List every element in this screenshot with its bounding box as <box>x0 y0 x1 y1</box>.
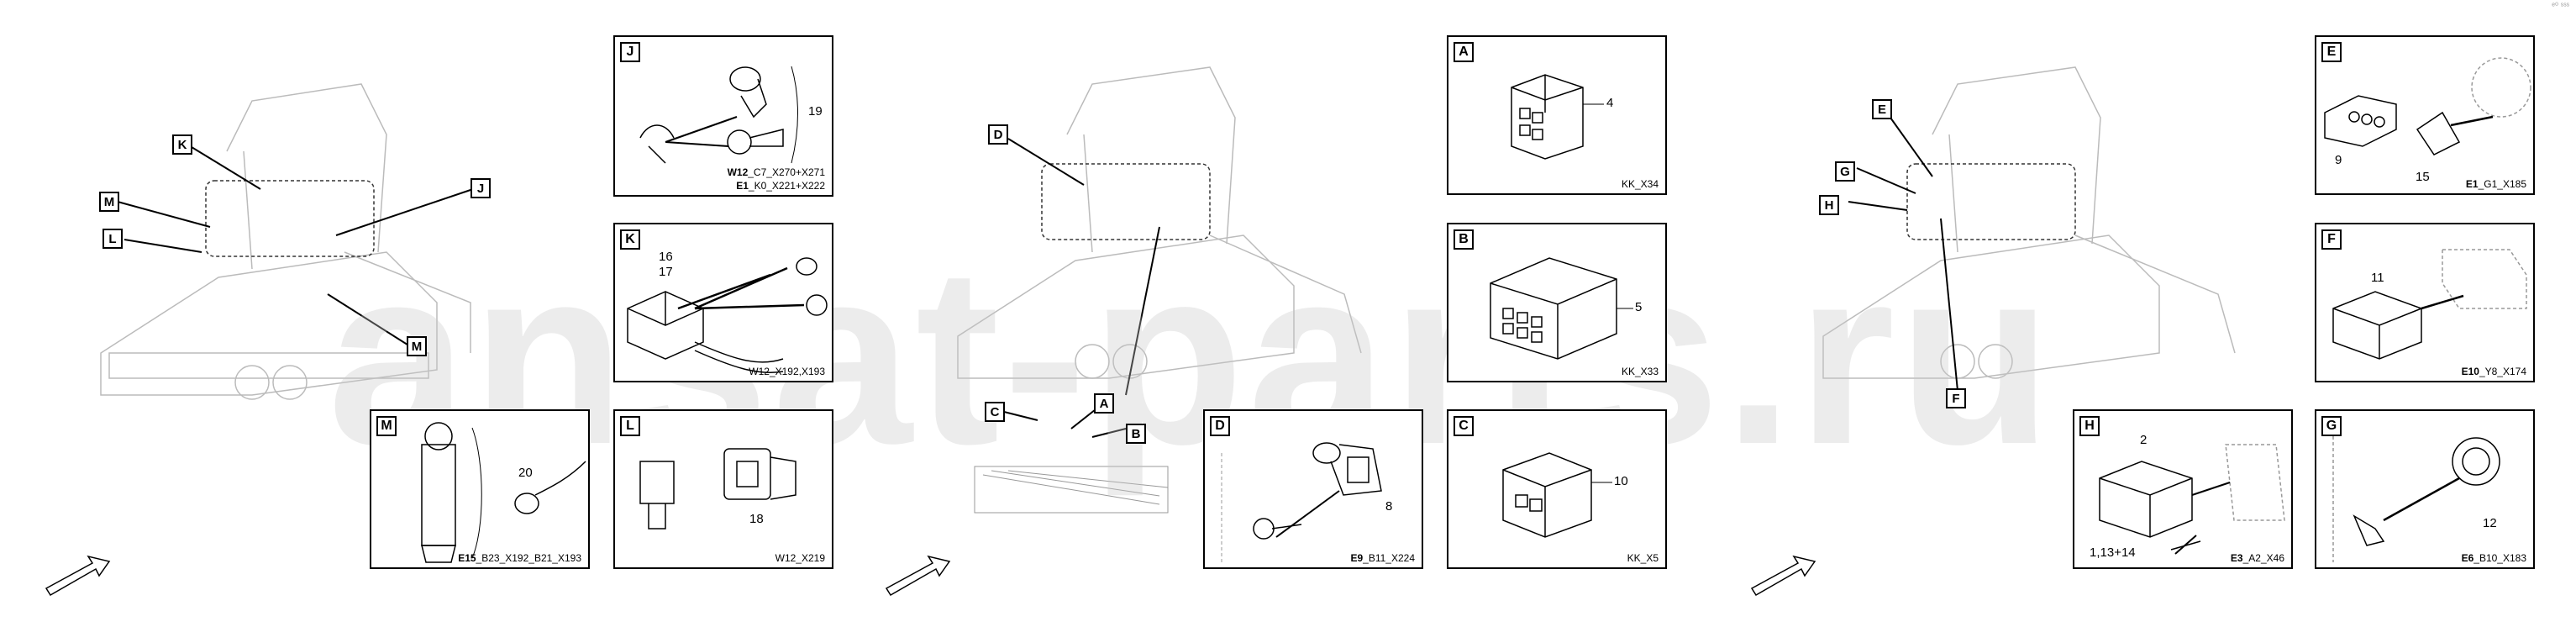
callout-m-2: M <box>407 336 427 356</box>
part-number: 10 <box>1614 474 1628 488</box>
connector-icon <box>627 257 828 374</box>
valve-connector-icon <box>639 448 796 530</box>
panel-tag: J <box>620 42 640 62</box>
panel-caption: E3_A2_X46 <box>2231 552 2284 564</box>
part-number-b: 1,13+14 <box>2090 545 2136 560</box>
connector-plug-icon <box>2324 57 2531 155</box>
panel-j: J 19 W12_C7_X270+X271 E1_K0_X221+X222 <box>613 35 833 197</box>
callout-l: L <box>103 229 123 249</box>
panel-caption-1: W12_C7_X270+X271 <box>728 166 825 178</box>
panel-e: E 9 15 E1_G1_X185 <box>2315 35 2535 195</box>
callout-h: H <box>1819 195 1839 215</box>
callout-c: C <box>985 402 1005 422</box>
caption-bold: E15 <box>458 552 476 564</box>
callout-b: B <box>1126 424 1146 444</box>
panel-f: F 11 E10_Y8_X174 <box>2315 223 2535 382</box>
panel-caption: W12_X219 <box>775 552 825 564</box>
panel-c: C 10 KK_X5 <box>1447 409 1667 569</box>
panel-tag: K <box>620 229 640 250</box>
caption-bold: E6 <box>2461 552 2474 564</box>
part-number-a: 9 <box>2335 153 2342 167</box>
part-number: 20 <box>518 466 533 480</box>
panel-m: M 20 E15_B23_X192_B21_X193 <box>370 409 590 569</box>
panel-l: L 18 W12_X219 <box>613 409 833 569</box>
panel-caption: E1_G1_X185 <box>2466 178 2526 190</box>
panel-a: A 4 KK_X34 <box>1447 35 1667 195</box>
panel-b: B 5 KK_X33 <box>1447 223 1667 382</box>
panel-k: K 16 17 W12_X192,X193 <box>613 223 833 382</box>
panel-caption: KK_X33 <box>1621 366 1659 377</box>
callout-k: K <box>172 134 192 155</box>
caption-bold: E9 <box>1350 552 1364 564</box>
panel-d: D 8 E9_B11_X224 <box>1203 409 1423 569</box>
part-number-b: 15 <box>2416 170 2430 184</box>
part-number-b: 17 <box>659 265 673 279</box>
caption-bold: E1 <box>2465 178 2479 190</box>
panel-g: G 12 E6_B10_X183 <box>2315 409 2535 569</box>
housing-icon <box>1502 452 1612 538</box>
caption-bold: E1 <box>736 180 749 192</box>
caption-text: _C7_X270+X271 <box>748 166 825 178</box>
sensor-connector-icon <box>1221 442 1382 562</box>
callout-a: A <box>1094 393 1114 414</box>
part-number: 19 <box>808 104 823 119</box>
part-number: 18 <box>749 512 764 526</box>
callout-e: E <box>1872 99 1892 119</box>
panel-tag: D <box>1210 416 1230 436</box>
round-connector-icon <box>2332 436 2500 562</box>
panel-tag: E <box>2321 42 2342 62</box>
panel-tag: H <box>2079 416 2100 436</box>
callout-m: M <box>99 192 119 212</box>
part-number: 4 <box>1606 96 1614 110</box>
panel-caption: E10_Y8_X174 <box>2462 366 2526 377</box>
panel-tag: L <box>620 416 640 436</box>
panel-tag: M <box>376 416 397 436</box>
panel-caption-2: E1_K0_X221+X222 <box>736 180 825 192</box>
part-number-a: 16 <box>659 250 673 264</box>
panel-tag: C <box>1454 416 1474 436</box>
caption-text: _B23_X192_B21_X193 <box>476 552 581 564</box>
caption-bold: W12 <box>727 166 749 178</box>
caption-text: _G1_X185 <box>2478 178 2526 190</box>
panel-caption: E9_B11_X224 <box>1350 552 1415 564</box>
panel-tag: G <box>2321 416 2342 436</box>
panel-tag: B <box>1454 229 1474 250</box>
callout-j: J <box>471 178 491 198</box>
callout-f: F <box>1946 388 1966 408</box>
callout-d: D <box>988 124 1008 145</box>
panel-caption: E6_B10_X183 <box>2462 552 2526 564</box>
ring-terminal-icon <box>639 66 798 164</box>
panel-caption: W12_X192,X193 <box>749 366 825 377</box>
corner-mark: ᵉ⁰ ˢˢˢ <box>2552 2 2569 11</box>
caption-text: _K0_X221+X222 <box>748 180 825 192</box>
panel-caption: E15_B23_X192_B21_X193 <box>458 552 581 564</box>
sensor-icon <box>421 422 586 563</box>
housing-icon <box>1511 74 1604 160</box>
part-number: 8 <box>1385 499 1393 514</box>
panel-caption: KK_X5 <box>1627 552 1659 564</box>
panel-caption: KK_X34 <box>1621 178 1659 190</box>
caption-text: _B10_X183 <box>2473 552 2526 564</box>
part-number: 5 <box>1635 300 1643 314</box>
panel-tag: F <box>2321 229 2342 250</box>
part-number-a: 2 <box>2140 433 2148 447</box>
part-number: 12 <box>2483 516 2497 530</box>
ecu-connector-icon <box>2099 444 2285 555</box>
housing-icon <box>1490 257 1633 360</box>
panel-h: H 2 1,13+14 E3_A2_X46 <box>2073 409 2293 569</box>
caption-text: _A2_X46 <box>2242 552 2284 564</box>
part-number: 11 <box>2371 271 2384 285</box>
panel-tag: A <box>1454 42 1474 62</box>
callout-g: G <box>1835 161 1855 182</box>
caption-bold: E3 <box>2230 552 2243 564</box>
caption-text: _B11_X224 <box>1363 552 1415 564</box>
caption-text: _Y8_X174 <box>2479 366 2526 377</box>
caption-bold: E10 <box>2461 366 2479 377</box>
valve-plug-icon <box>2332 249 2527 360</box>
